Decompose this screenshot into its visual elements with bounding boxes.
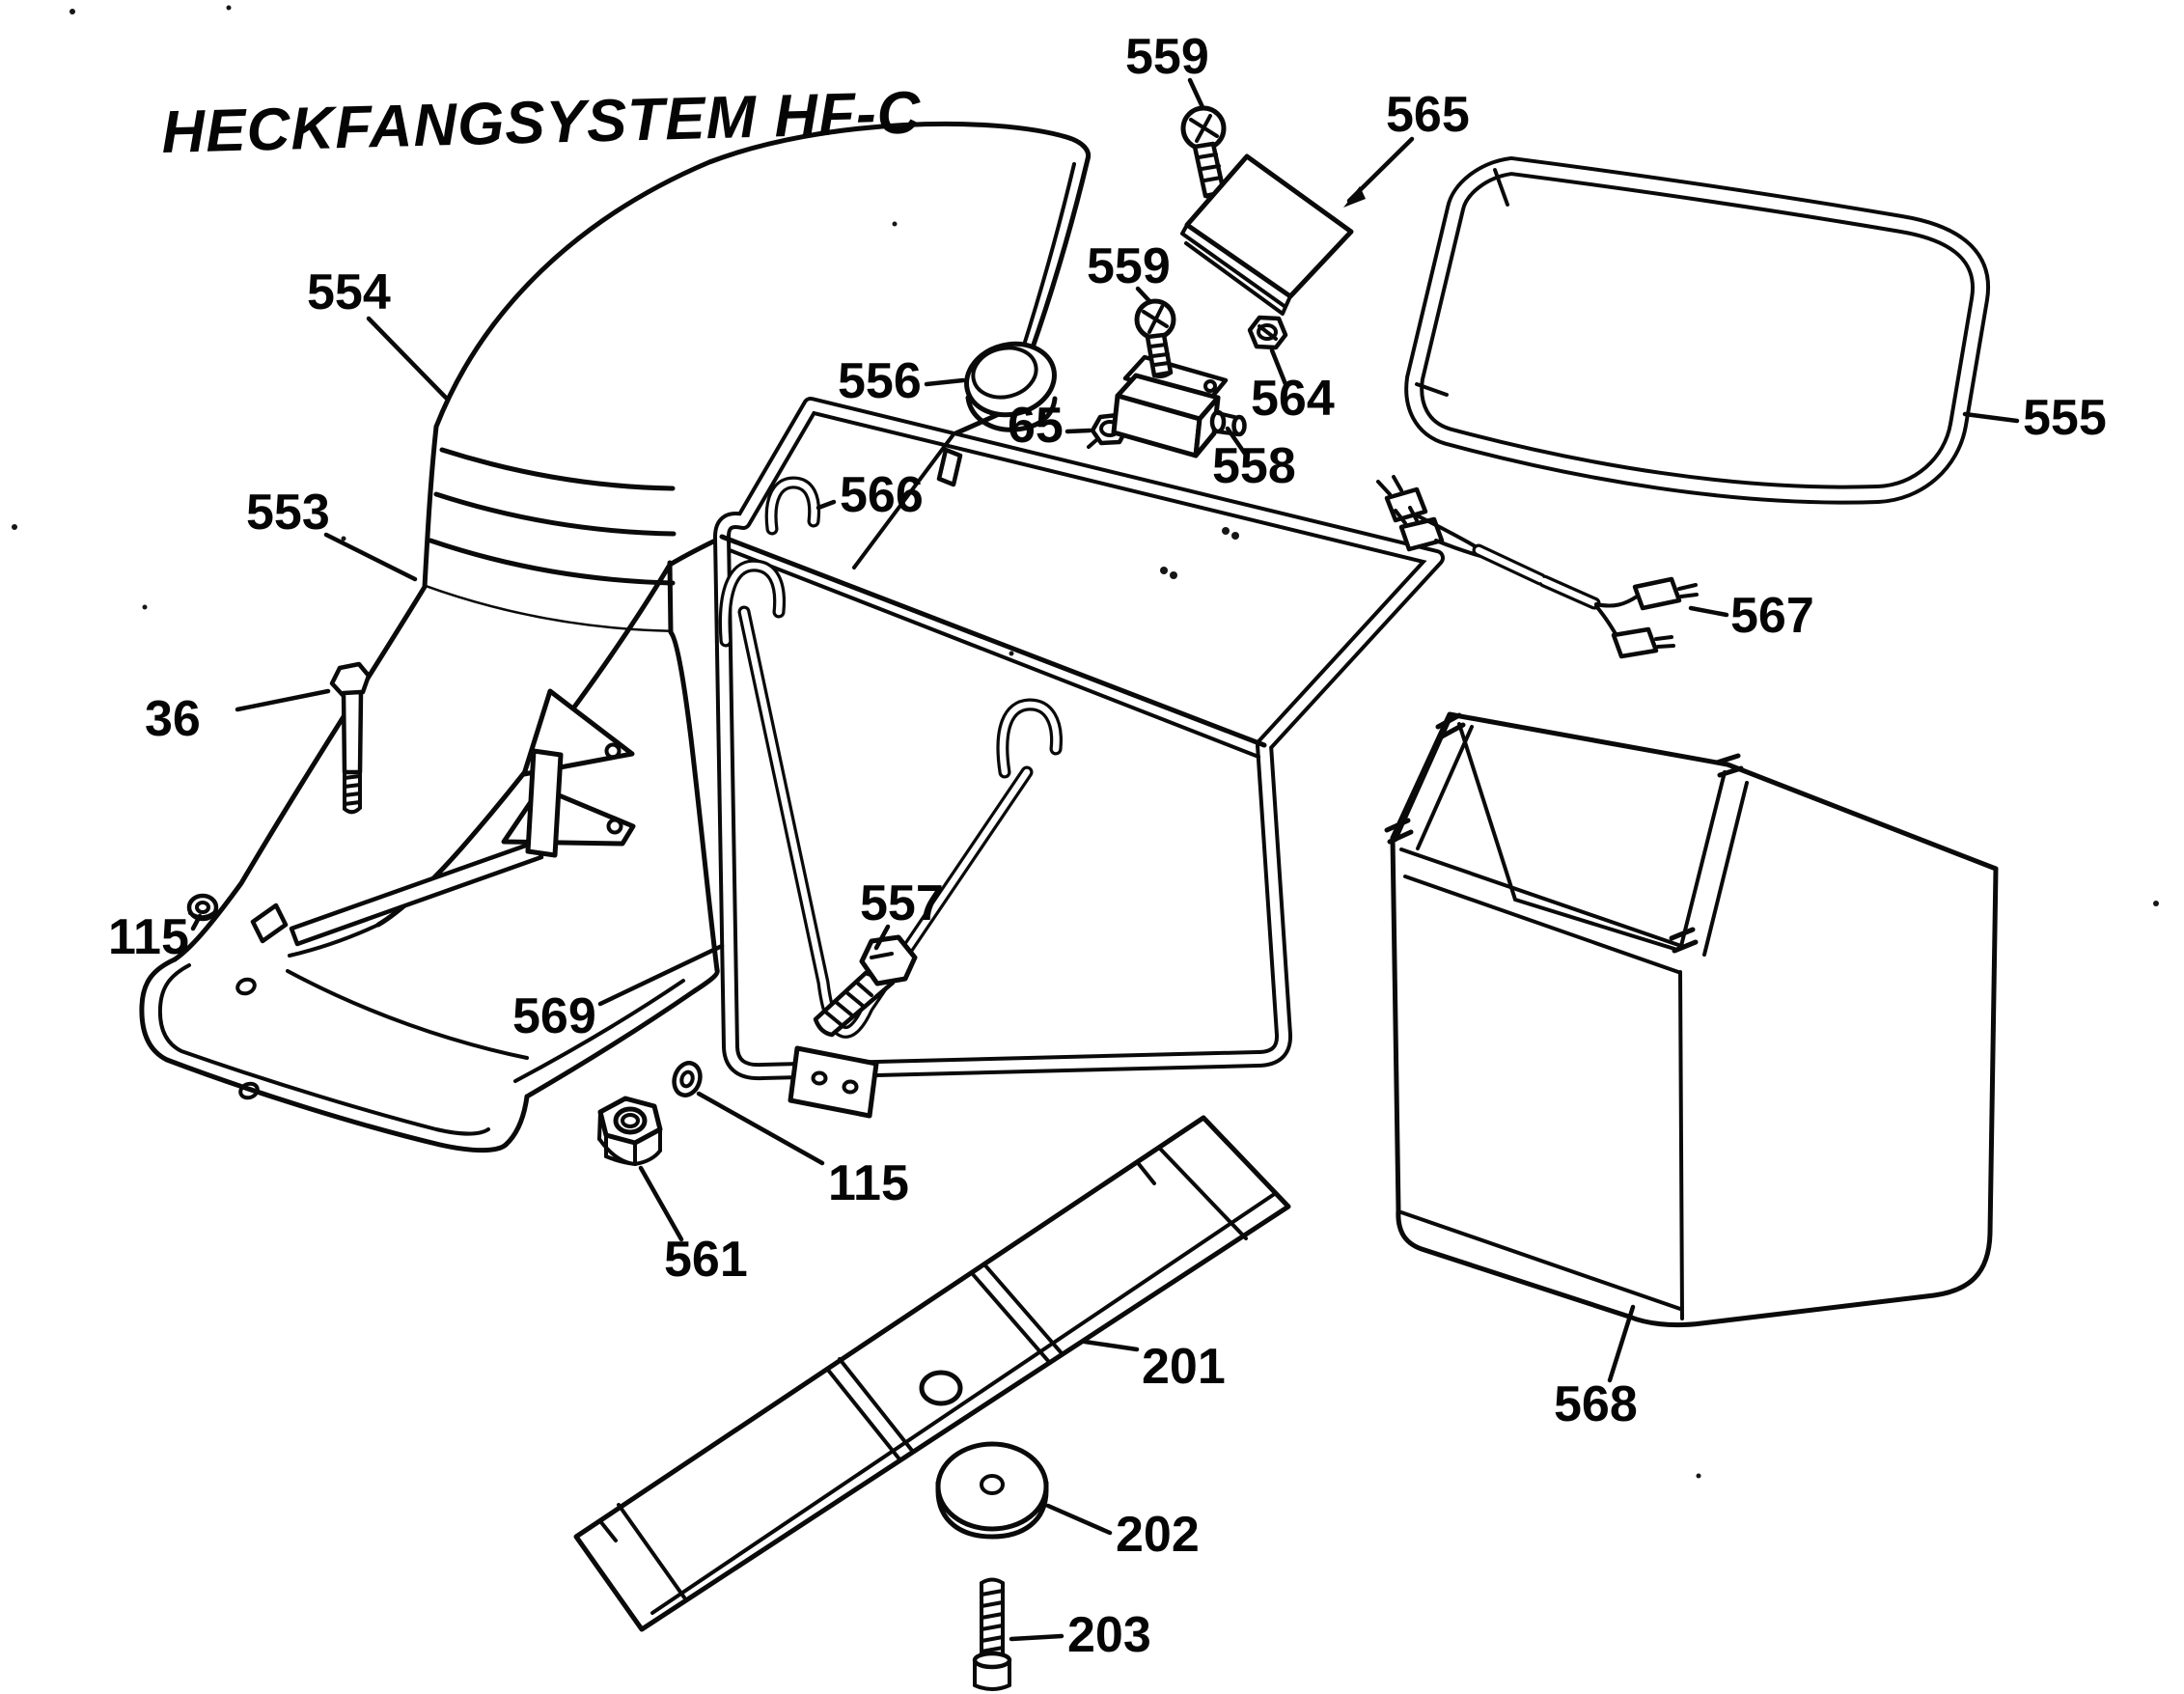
bail-bracket-tab — [788, 1045, 879, 1119]
part-561-lock-nut — [597, 1096, 663, 1166]
label-558: 558 — [1212, 438, 1296, 494]
lid-seam — [852, 432, 955, 569]
bolt-head — [329, 661, 372, 698]
label-201: 201 — [1142, 1339, 1226, 1395]
part-115-washer-left — [186, 893, 219, 922]
label-554: 554 — [307, 264, 391, 320]
label-564: 564 — [1251, 371, 1335, 427]
part-567-wiring-harness — [1376, 475, 1699, 659]
part-566-hook — [764, 476, 821, 536]
label-36: 36 — [145, 691, 201, 747]
label-203: 203 — [1067, 1607, 1151, 1663]
label-557: 557 — [860, 875, 944, 931]
part-558-switch — [1111, 354, 1247, 458]
label-559-top: 559 — [1125, 29, 1209, 85]
mount-hole — [235, 977, 257, 996]
part-115-washer-center — [672, 1061, 703, 1097]
part-36-bolt — [329, 661, 372, 815]
blade-center-hole — [919, 1370, 963, 1406]
label-566: 566 — [840, 467, 924, 523]
arrowhead — [1343, 186, 1366, 208]
part-555-bag-frame — [1404, 156, 1991, 505]
label-553: 553 — [246, 485, 330, 541]
spade-connector — [1398, 516, 1445, 552]
part-556-cap — [964, 341, 1058, 432]
bolt-shank — [341, 689, 364, 775]
part-568-grass-catcher-box — [1384, 711, 1999, 1328]
label-115-left: 115 — [108, 909, 189, 965]
label-202: 202 — [1116, 1507, 1200, 1563]
part-559-screw-mid — [1134, 298, 1176, 378]
label-559-mid: 559 — [1087, 238, 1171, 294]
label-565: 565 — [1386, 87, 1470, 143]
seam-pin — [936, 447, 963, 487]
label-569: 569 — [512, 988, 596, 1044]
part-565-plate — [1180, 153, 1354, 316]
scan-specks — [12, 5, 2159, 1479]
label-65: 65 — [1008, 398, 1064, 454]
label-567: 567 — [1730, 588, 1814, 644]
bolt-head — [972, 1651, 1012, 1670]
back-tab — [250, 903, 289, 944]
part-554-upper-chute — [422, 121, 1092, 635]
label-568: 568 — [1554, 1376, 1638, 1432]
label-555: 555 — [2023, 390, 2107, 446]
slot-bar — [525, 748, 564, 858]
rod-end-marks — [1415, 168, 1509, 397]
bag-bail-wire — [718, 559, 1063, 1039]
label-561: 561 — [664, 1232, 748, 1288]
label-556: 556 — [838, 353, 922, 409]
part-569-cover-frame — [713, 397, 1445, 1119]
part-labels: HECKFANGSYSTEM HF-C 559 565 554 559 564 … — [108, 29, 2107, 1663]
part-203-bolt — [972, 1577, 1012, 1691]
spade-connector — [1611, 626, 1659, 659]
support-arm — [289, 839, 544, 947]
leader-lines — [190, 77, 2020, 1642]
part-201-blade — [573, 1115, 1291, 1632]
mount-hole — [238, 1081, 260, 1100]
part-553-lower-chute — [139, 562, 720, 1153]
bolt-head — [859, 934, 918, 986]
label-115-center: 115 — [828, 1155, 909, 1211]
spade-connector — [1632, 576, 1682, 611]
part-564-nut — [1247, 315, 1288, 350]
part-202-support-washer — [935, 1441, 1049, 1540]
